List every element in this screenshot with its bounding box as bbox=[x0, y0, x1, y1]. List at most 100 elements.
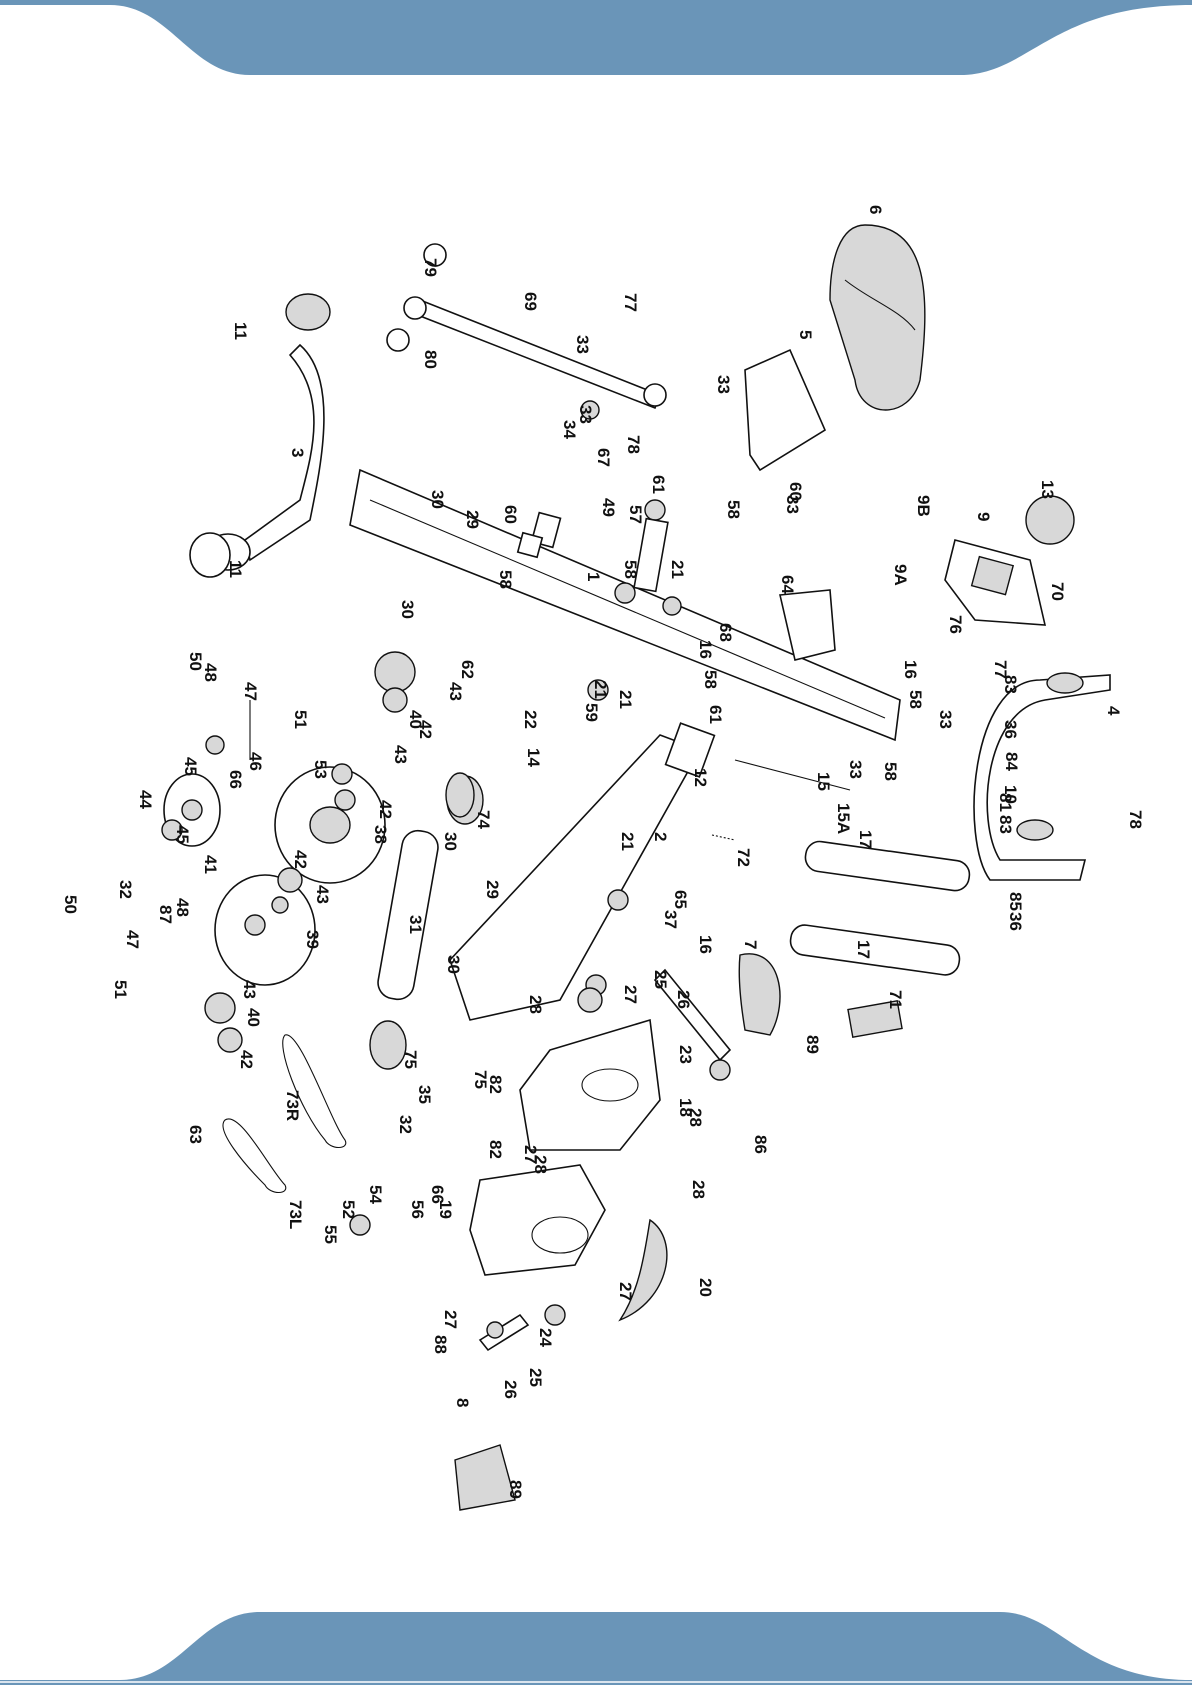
chain-cover-19 bbox=[469, 1164, 606, 1276]
callout-56: 56 bbox=[408, 1200, 427, 1219]
callout-72: 72 bbox=[734, 848, 753, 867]
roller-tube-upper bbox=[804, 840, 971, 892]
main-frame-tube bbox=[349, 468, 901, 742]
callout-27: 27 bbox=[441, 1310, 460, 1329]
callout-66: 66 bbox=[428, 1185, 447, 1204]
callout-50: 50 bbox=[61, 895, 80, 914]
callout-31: 31 bbox=[406, 915, 425, 934]
callout-54: 54 bbox=[366, 1185, 385, 1204]
callout-33: 33 bbox=[573, 335, 592, 354]
callout-89: 89 bbox=[506, 1480, 525, 1499]
callout-26: 26 bbox=[674, 990, 693, 1009]
callout-36: 36 bbox=[1001, 720, 1020, 739]
callout-17: 17 bbox=[856, 830, 875, 849]
callout-58: 58 bbox=[906, 690, 925, 709]
callout-58: 58 bbox=[724, 500, 743, 519]
callout-33: 33 bbox=[936, 710, 955, 729]
parts-drawing bbox=[161, 224, 1111, 1511]
callout-51: 51 bbox=[111, 980, 130, 999]
callout-33: 33 bbox=[714, 375, 733, 394]
callout-77: 77 bbox=[621, 293, 640, 312]
callout-20: 20 bbox=[696, 1278, 715, 1297]
callout-35: 35 bbox=[415, 1085, 434, 1104]
callout-6: 6 bbox=[866, 205, 885, 214]
callout-30: 30 bbox=[428, 490, 447, 509]
callout-27: 27 bbox=[616, 1282, 635, 1301]
drive-belt-72 bbox=[282, 1034, 347, 1149]
callout-21: 21 bbox=[668, 560, 687, 579]
callout-5: 5 bbox=[796, 330, 815, 339]
callout-44: 44 bbox=[136, 790, 155, 809]
callout-59: 59 bbox=[582, 703, 601, 722]
belt-pulley bbox=[214, 874, 316, 986]
callout-12: 12 bbox=[691, 768, 710, 787]
callout-3: 3 bbox=[288, 448, 307, 457]
callout-labels: 1234567899A9B1011111213141515A1616161717… bbox=[61, 205, 1145, 1499]
callout-74: 74 bbox=[474, 810, 493, 829]
callout-70: 70 bbox=[1048, 582, 1067, 601]
callout-75: 75 bbox=[401, 1050, 420, 1069]
callout-67: 67 bbox=[594, 448, 613, 467]
callout-22: 22 bbox=[521, 710, 540, 729]
callout-79: 79 bbox=[421, 258, 440, 277]
callout-1: 1 bbox=[584, 572, 603, 581]
callout-4: 4 bbox=[1104, 706, 1123, 716]
callout-53: 53 bbox=[311, 760, 330, 779]
callout-87: 87 bbox=[156, 905, 175, 924]
callout-32: 32 bbox=[116, 880, 135, 899]
callout-18: 18 bbox=[676, 1098, 695, 1117]
callout-43: 43 bbox=[391, 745, 410, 764]
callout-61: 61 bbox=[706, 705, 725, 724]
callout-2: 2 bbox=[651, 832, 670, 841]
callout-65: 65 bbox=[671, 890, 690, 909]
callout-39: 39 bbox=[303, 930, 322, 949]
callout-28: 28 bbox=[526, 995, 545, 1014]
callout-69: 69 bbox=[521, 292, 540, 311]
callout-9b: 9B bbox=[914, 495, 933, 517]
callout-21: 21 bbox=[591, 680, 610, 699]
callout-23: 23 bbox=[676, 1045, 695, 1064]
callout-37: 37 bbox=[661, 910, 680, 929]
callout-47: 47 bbox=[123, 930, 142, 949]
callout-16: 16 bbox=[901, 660, 920, 679]
callout-63: 63 bbox=[186, 1125, 205, 1144]
callout-11: 11 bbox=[231, 322, 250, 340]
seat-post-tube bbox=[244, 343, 325, 562]
callout-16: 16 bbox=[696, 935, 715, 954]
callout-10: 10 bbox=[1001, 785, 1020, 804]
seat-cushion bbox=[829, 224, 926, 411]
callout-43: 43 bbox=[313, 885, 332, 904]
callout-66: 66 bbox=[226, 770, 245, 789]
callout-78: 78 bbox=[624, 435, 643, 454]
callout-68: 68 bbox=[716, 623, 735, 642]
callout-36: 36 bbox=[1006, 912, 1025, 931]
callout-42: 42 bbox=[237, 1050, 256, 1069]
callout-21: 21 bbox=[618, 832, 637, 851]
callout-13: 13 bbox=[1038, 480, 1057, 499]
callout-45: 45 bbox=[181, 757, 200, 776]
callout-73l: 73L bbox=[286, 1200, 305, 1229]
callout-89: 89 bbox=[803, 1035, 822, 1054]
callout-48: 48 bbox=[173, 898, 192, 917]
callout-80: 80 bbox=[421, 350, 440, 369]
callout-33: 33 bbox=[783, 495, 802, 514]
callout-15a: 15A bbox=[834, 803, 853, 834]
callout-64: 64 bbox=[778, 575, 797, 594]
callout-21: 21 bbox=[616, 690, 635, 709]
callout-28: 28 bbox=[531, 1155, 550, 1174]
callout-9a: 9A bbox=[891, 564, 910, 586]
callout-58: 58 bbox=[881, 762, 900, 781]
callout-38: 38 bbox=[371, 825, 390, 844]
callout-75: 75 bbox=[471, 1070, 490, 1089]
callout-88: 88 bbox=[431, 1335, 450, 1354]
callout-47: 47 bbox=[241, 682, 260, 701]
callout-15: 15 bbox=[814, 772, 833, 791]
callout-33: 33 bbox=[576, 405, 595, 424]
callout-7: 7 bbox=[741, 940, 760, 949]
callout-30: 30 bbox=[398, 600, 417, 619]
callout-40: 40 bbox=[244, 1008, 263, 1027]
callout-32: 32 bbox=[396, 1115, 415, 1134]
chain-cover-18 bbox=[519, 1018, 661, 1151]
callout-43: 43 bbox=[240, 980, 259, 999]
